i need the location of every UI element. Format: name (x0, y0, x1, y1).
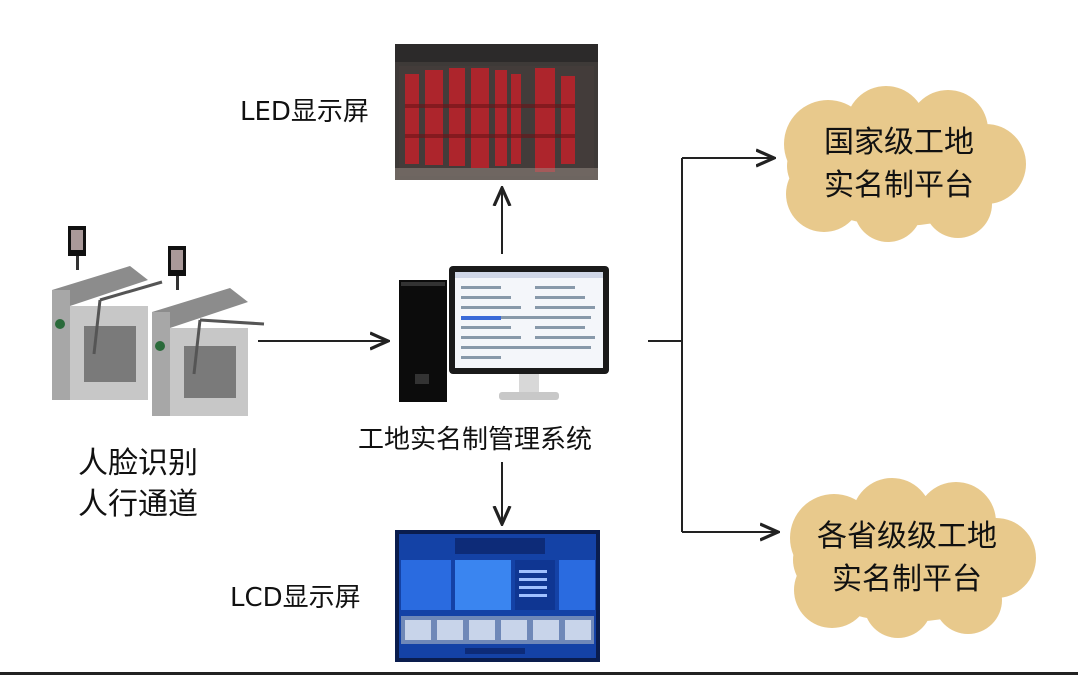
gate-label-line2: 人行通道 (78, 486, 198, 522)
national-platform-cloud: 国家级工地 实名制平台 (768, 86, 1030, 242)
led-display-label: LED显示屏 (240, 97, 369, 127)
provincial-platform-cloud: 各省级级工地 实名制平台 (776, 478, 1038, 638)
gate-label-line1: 人脸识别 (78, 446, 198, 481)
provincial-line2: 实名制平台 (832, 562, 982, 597)
face-recognition-gate-label: 人脸识别 人行通道 (78, 444, 198, 525)
turnstile-gates-image (40, 220, 270, 420)
computer-system-image (395, 262, 615, 407)
bottom-divider (0, 672, 1078, 675)
led-display-image (395, 44, 598, 180)
cloud-shape (790, 478, 1036, 638)
national-line2: 实名制平台 (824, 168, 974, 203)
cloud-shape (784, 86, 1026, 242)
system-label: 工地实名制管理系统 (358, 425, 593, 455)
national-line1: 国家级工地 (824, 124, 974, 160)
provincial-line1: 各省级级工地 (817, 518, 997, 554)
lcd-display-label: LCD显示屏 (230, 583, 361, 613)
lcd-display-image (395, 530, 600, 662)
